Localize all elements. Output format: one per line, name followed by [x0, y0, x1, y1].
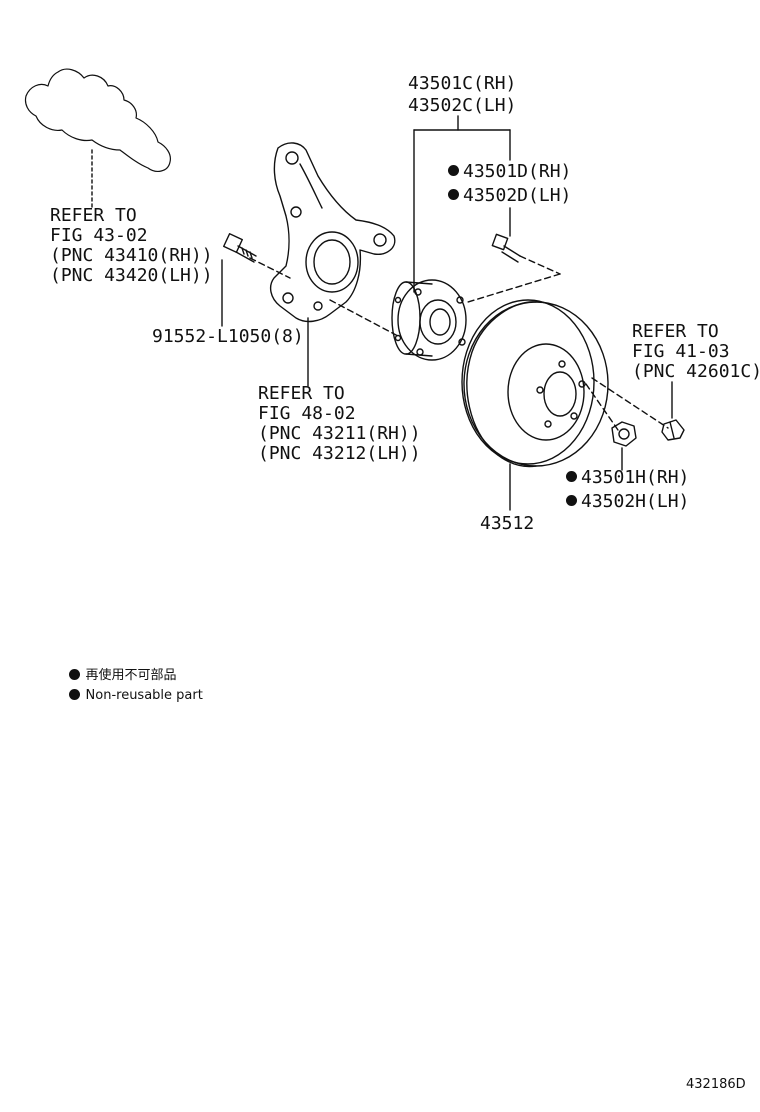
hub-nut-icon: [611, 421, 637, 447]
hub-bolt-icon: [491, 233, 521, 263]
black-dot-icon: [68, 669, 80, 680]
refer-fig-48-02-line-3: (PNC 43211(RH)): [258, 423, 421, 444]
refer-fig-43-02-line-4: (PNC 43420(LH)): [50, 265, 213, 286]
figure-id: 432186D: [686, 1077, 746, 1092]
legend-item-japanese: 再使用不可部品: [52, 649, 177, 703]
refer-fig-43-02-line-3: (PNC 43410(RH)): [50, 245, 213, 266]
refer-fig-41-03-line-2: FIG 41-03: [632, 341, 730, 362]
hub-nut-part-number-rh: 43501H(RH): [566, 468, 689, 488]
steering-knuckle-icon: [269, 142, 396, 323]
refer-fig-43-02-line-1: REFER TO: [50, 205, 137, 226]
refer-fig-43-02-line-2: FIG 43-02: [50, 225, 148, 246]
hub-nut-part-number-lh: 43502H(LH): [566, 492, 689, 512]
hub-bolt-part-number-lh: 43502D(LH): [448, 186, 571, 206]
hub-stud-icon: [661, 419, 685, 441]
reference-cloud-icon: [24, 68, 171, 172]
legend-item-english: Non-reusable part: [52, 669, 203, 723]
refer-fig-41-03-line-1: REFER TO: [632, 321, 719, 342]
legend-text-english: Non-reusable part: [85, 688, 203, 703]
refer-fig-41-03-line-3: (PNC 42601C): [632, 361, 760, 382]
knuckle-bolt-icon: [222, 232, 257, 263]
hub-bolt-part-number-rh: 43501D(RH): [448, 162, 571, 182]
hub-bearing-assembly-icon: [391, 279, 467, 361]
hub-assy-part-number-rh: 43501C(RH): [408, 73, 517, 94]
refer-fig-48-02-line-1: REFER TO: [258, 383, 345, 404]
refer-fig-48-02-line-4: (PNC 43212(LH)): [258, 443, 421, 464]
hub-assy-part-number-lh: 43502C(LH): [408, 95, 517, 116]
knuckle-bolt-part-number: 91552-L1050(8): [152, 326, 304, 347]
brake-disc-icon: [461, 299, 609, 468]
black-dot-icon: [68, 689, 80, 700]
brake-disc-part-number: 43512: [480, 513, 535, 534]
legend-text-japanese: 再使用不可部品: [85, 668, 177, 683]
refer-fig-48-02-line-2: FIG 48-02: [258, 403, 356, 424]
